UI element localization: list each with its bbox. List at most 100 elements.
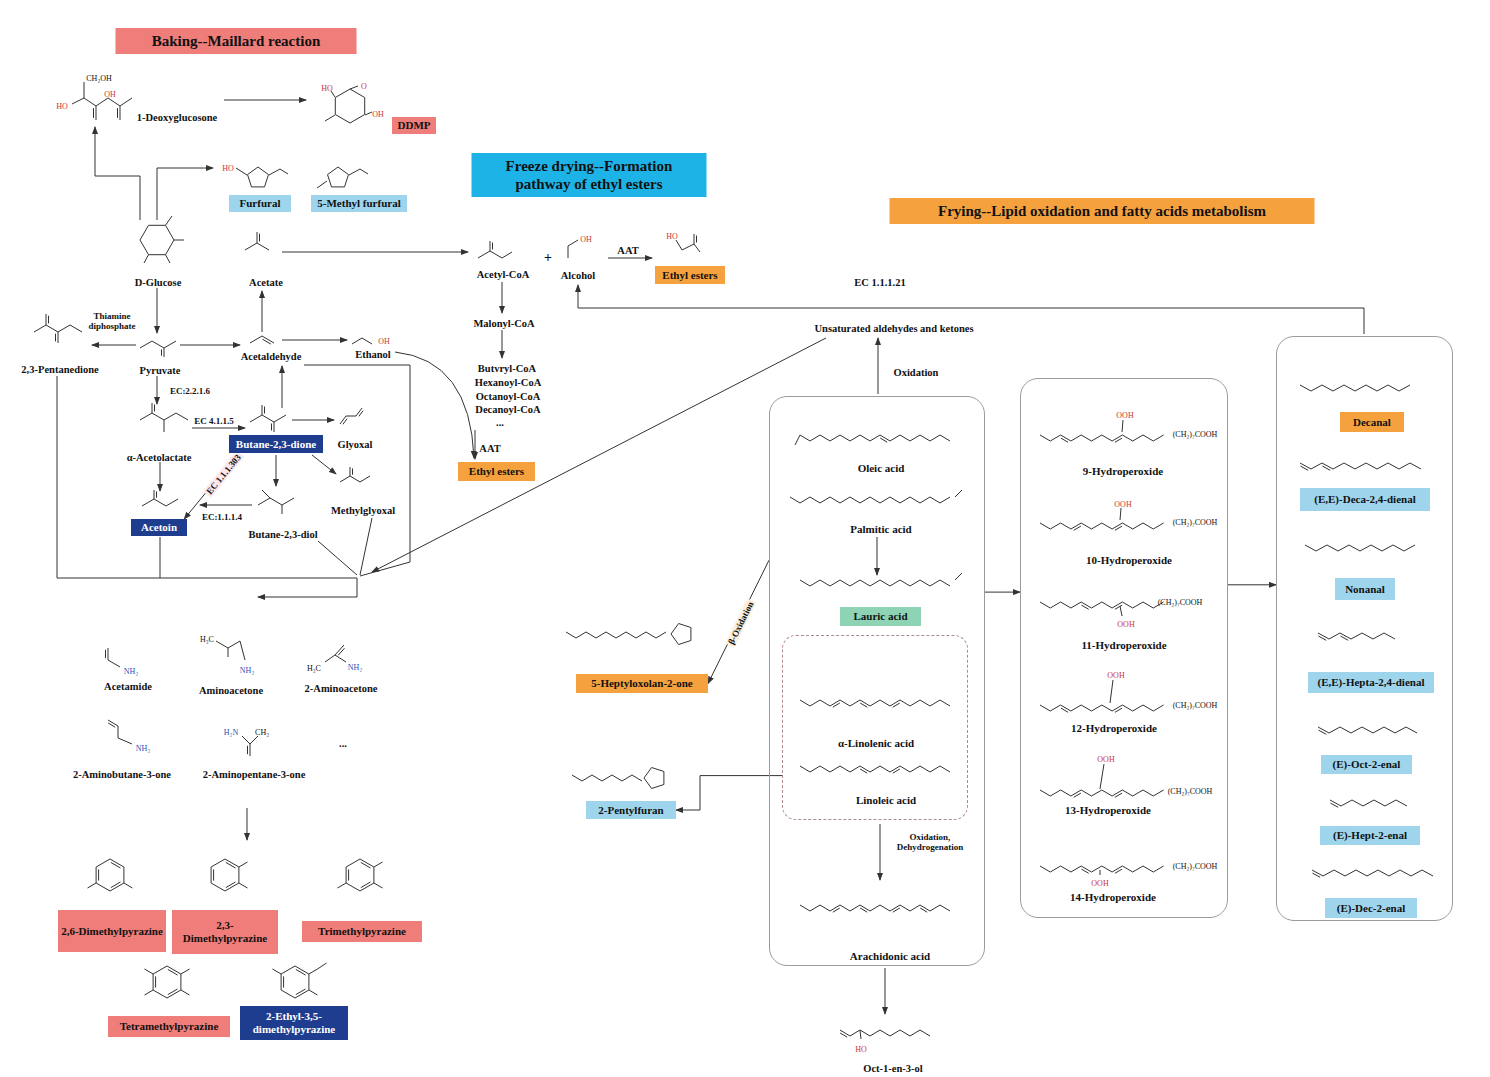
bond-line bbox=[359, 411, 363, 417]
bond-line bbox=[338, 648, 344, 655]
bond-line bbox=[572, 775, 642, 781]
bond-line bbox=[338, 883, 347, 888]
bond-line bbox=[360, 518, 372, 575]
bond-line bbox=[696, 236, 697, 243]
bond-line bbox=[833, 908, 840, 912]
bond-line bbox=[790, 497, 950, 503]
node-text: 2-Pentylfuran bbox=[598, 804, 663, 817]
bond-line bbox=[893, 769, 900, 773]
node-text: Butane-2,3-dione bbox=[236, 438, 316, 451]
node-text: Nonanal bbox=[1345, 583, 1385, 596]
node-text: Ethyl esters bbox=[662, 269, 717, 282]
text-anchor: Arachidonic acid bbox=[850, 946, 930, 964]
compound-label: Acetamide bbox=[104, 681, 152, 692]
compound-box: Furfural bbox=[229, 195, 291, 212]
bond-line bbox=[228, 648, 229, 657]
bond-line bbox=[361, 882, 371, 888]
label-anchor: Hexanoyl-CoA bbox=[475, 372, 542, 390]
label-anchor: OOH bbox=[1114, 493, 1131, 511]
label-anchor: EC 1.1.1.21 bbox=[854, 272, 905, 290]
label-anchor: H₃C bbox=[200, 628, 214, 646]
bond-line bbox=[1100, 764, 1104, 789]
label-anchor: OOH bbox=[1117, 613, 1134, 631]
compound-label: Butvryl-CoA bbox=[478, 363, 536, 374]
text-anchor: 13-Hydroperoxide bbox=[1065, 800, 1151, 818]
bond-line bbox=[263, 339, 271, 344]
group-outline: Oleic acidPalmitic acidArachidonic acidL… bbox=[769, 396, 985, 966]
bond-line bbox=[117, 108, 118, 118]
compound-label: 2-Aminobutane-3-one bbox=[73, 769, 171, 780]
label-anchor: OH bbox=[372, 103, 384, 121]
bond-line bbox=[152, 403, 153, 413]
reaction-arrow bbox=[282, 340, 347, 341]
reaction-arrow bbox=[502, 282, 503, 313]
compound-box: 5-Methyl furfural bbox=[311, 195, 407, 212]
compound-label: 2,3-Pentanedione bbox=[21, 364, 98, 375]
node-text: 2,3-Dimethylpyrazine bbox=[175, 919, 275, 944]
connector bbox=[708, 560, 769, 683]
reaction-arrow bbox=[578, 285, 1364, 334]
compound-label: 1-Deoxyglucosone bbox=[137, 112, 218, 123]
bond-line bbox=[144, 255, 149, 263]
bond-line bbox=[296, 969, 306, 975]
bond-line bbox=[1115, 793, 1122, 797]
edge-label-anchor: EC 1.1.1.303 bbox=[199, 447, 246, 499]
bond-line bbox=[166, 216, 173, 225]
ring bbox=[96, 859, 124, 891]
bond-line bbox=[840, 1033, 847, 1037]
atom-label: H₃C bbox=[307, 664, 321, 673]
node-text: 12-Hydroperoxide bbox=[1071, 722, 1157, 734]
reaction-arrow bbox=[192, 428, 245, 429]
reaction-arrow bbox=[180, 345, 240, 346]
label-anchor: Acetamide bbox=[104, 676, 152, 694]
text-anchor: Oleic acid bbox=[858, 458, 905, 476]
bond-line bbox=[568, 240, 578, 258]
node-text: 11-Hydroperoxide bbox=[1081, 639, 1166, 651]
connector bbox=[1228, 584, 1276, 585]
bond-line bbox=[1082, 869, 1089, 873]
compound-box: (E)-Dec-2-enal bbox=[1325, 898, 1417, 918]
bond-line bbox=[1318, 727, 1417, 733]
label-anchor: Oxidation, Dehydrogenation bbox=[889, 832, 971, 853]
bond-line bbox=[492, 243, 493, 250]
reaction-arrow bbox=[312, 455, 336, 474]
atom-label: OH bbox=[372, 110, 384, 119]
label-anchor: (CH₂)₇COOH bbox=[1168, 780, 1213, 798]
node-text: 14-Hydroperoxide bbox=[1070, 891, 1156, 903]
bond-line bbox=[1120, 606, 1122, 616]
bond-line bbox=[1115, 869, 1122, 873]
label-anchor: (CH₂)₇COOH bbox=[1173, 511, 1218, 529]
ring bbox=[335, 89, 364, 123]
bond-line bbox=[1331, 803, 1339, 807]
bond-line bbox=[46, 314, 47, 325]
node-text: (E,E)-Hepta-2,4-dienal bbox=[1318, 676, 1425, 689]
label-anchor: O bbox=[361, 75, 367, 93]
panel: Frying--Lipid oxidation and fatty acids … bbox=[502, 143, 1482, 1077]
bond-line bbox=[1120, 508, 1121, 520]
label-anchor: OOH bbox=[1091, 872, 1108, 890]
compound-box: Decanal bbox=[1340, 412, 1404, 432]
bond-line bbox=[164, 348, 165, 357]
bond-line bbox=[142, 499, 178, 506]
label-anchor: Glyoxal bbox=[337, 434, 372, 452]
ring bbox=[346, 859, 374, 891]
bond-line bbox=[800, 580, 950, 586]
bond-line bbox=[800, 435, 950, 441]
compound-box: Tetramethylpyrazine bbox=[108, 1016, 230, 1037]
edge-label: β-Oxidation bbox=[725, 598, 756, 647]
label-anchor: + bbox=[544, 248, 552, 266]
bond-line bbox=[350, 86, 358, 89]
atom-label: H₃C bbox=[200, 635, 214, 644]
bond-line bbox=[340, 476, 370, 482]
group-outline: Decanal(E,E)-Deca-2,4-dienalNonanal(E,E)… bbox=[1276, 336, 1453, 921]
bond-line bbox=[216, 641, 245, 660]
compound-box: DDMP bbox=[392, 117, 436, 134]
bond-line bbox=[108, 723, 115, 727]
bond-line bbox=[795, 435, 800, 445]
reaction-arrow bbox=[608, 258, 652, 259]
bond-line bbox=[955, 490, 962, 497]
atom-label: (CH₂)₇COOH bbox=[1173, 430, 1218, 439]
label-anchor: Acetate bbox=[249, 272, 283, 290]
bond-line bbox=[111, 862, 121, 868]
node-text: Tetramethylpyrazine bbox=[120, 1020, 219, 1033]
